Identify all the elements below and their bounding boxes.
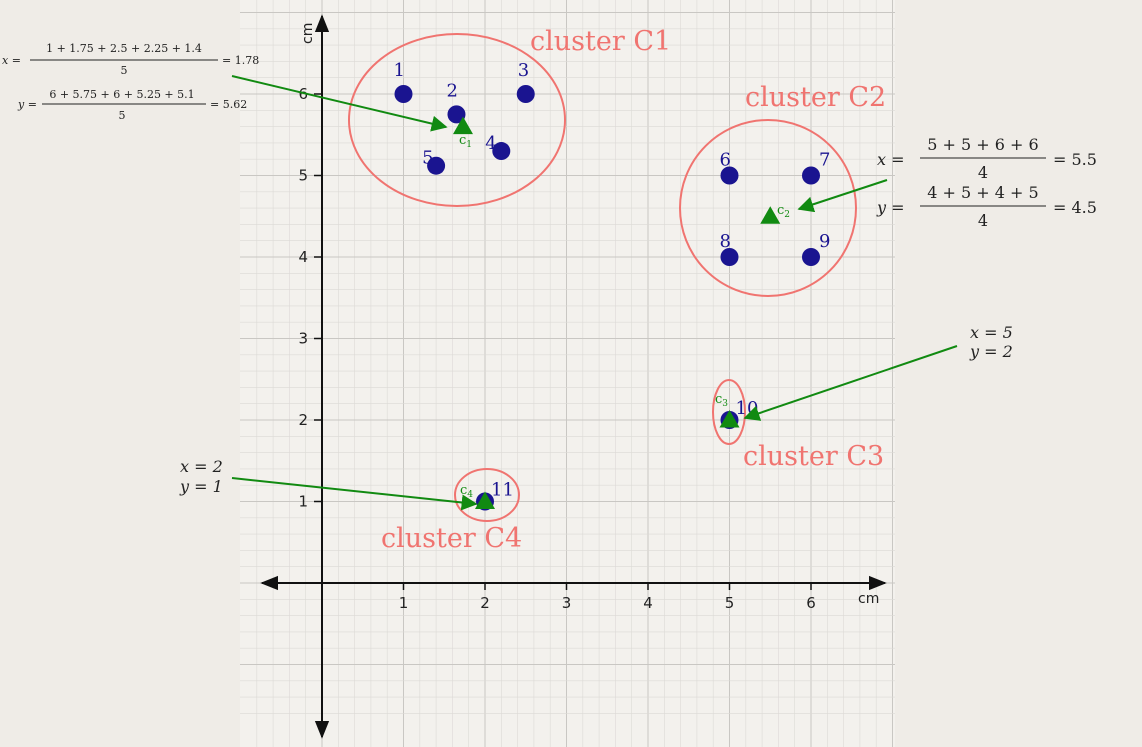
centroid-marker — [719, 410, 740, 428]
c1-y-result: = 5.62 — [210, 98, 247, 111]
c1-x-lhs: x = — [2, 54, 21, 67]
annotation-c2: x = 5 + 5 + 6 + 6 4 = 5.5 y = 4 + 5 + 4 … — [876, 135, 1097, 230]
arrow-c2 — [797, 179, 888, 213]
y-tick-label: 1 — [298, 493, 308, 511]
x-tick-label: 2 — [480, 594, 490, 612]
annotation-c1: x = 1 + 1.75 + 2.5 + 2.25 + 1.4 5 = 1.78… — [2, 42, 259, 122]
centroid-marker — [475, 491, 495, 509]
c1-x-result: = 1.78 — [222, 54, 259, 67]
c2-x-denominator: 4 — [978, 163, 988, 182]
arrow-c4 — [231, 477, 478, 511]
c1-x-denominator: 5 — [121, 64, 128, 77]
point-label: 2 — [446, 80, 457, 101]
point-label: 9 — [819, 231, 830, 252]
centroid-marker — [760, 206, 781, 224]
y-unit-label: cm — [300, 23, 316, 44]
y-tick-label: 5 — [298, 167, 308, 185]
c2-x-numerator: 5 + 5 + 6 + 6 — [927, 135, 1038, 154]
cluster-c1-outline — [348, 33, 566, 207]
point-label: 7 — [819, 150, 830, 171]
point-label: 6 — [720, 150, 731, 171]
cluster-c3-label: cluster C3 — [743, 441, 884, 472]
x-tick-label: 3 — [562, 594, 572, 612]
point-label: 4 — [485, 133, 496, 154]
x-unit-label: cm — [858, 591, 879, 607]
data-point — [394, 85, 413, 103]
grid — [240, 0, 895, 747]
c1-y-numerator: 6 + 5.75 + 6 + 5.25 + 5.1 — [49, 88, 194, 101]
x-tick-label: 5 — [725, 594, 735, 612]
point-label: 8 — [720, 231, 731, 252]
data-point — [720, 248, 739, 266]
c2-y-result: = 4.5 — [1053, 198, 1097, 217]
cluster-c4-label: cluster C4 — [381, 523, 522, 554]
annotation-arrows — [231, 75, 958, 511]
data-point — [802, 166, 820, 185]
arrow-c1 — [231, 75, 448, 132]
data-point — [516, 85, 535, 103]
annotation-c3: x = 5 y = 2 — [969, 323, 1013, 361]
c2-y-numerator: 4 + 5 + 4 + 5 — [927, 183, 1038, 202]
c2-y-lhs: y = — [876, 198, 905, 217]
c3-y-eq: y = 2 — [969, 342, 1013, 361]
x-tick-label: 6 — [806, 594, 816, 612]
c4-x-eq: x = 2 — [180, 457, 223, 476]
c1-y-lhs: y = — [17, 98, 37, 111]
y-tick-label: 2 — [298, 411, 308, 429]
c4-y-eq: y = 1 — [179, 477, 223, 496]
cluster-labels: cluster C1 cluster C2 cluster C3 cluster… — [381, 26, 886, 554]
x-tick-label: 4 — [643, 594, 653, 612]
y-tick-label: 4 — [298, 248, 308, 266]
centroid-marker — [452, 116, 473, 135]
point-label: 11 — [491, 480, 514, 501]
data-point — [720, 166, 739, 185]
cluster-c2-label: cluster C2 — [745, 82, 886, 113]
c1-y-denominator: 5 — [119, 109, 126, 122]
data-point — [802, 248, 820, 266]
c2-x-result: = 5.5 — [1053, 150, 1097, 169]
data-point — [427, 156, 446, 175]
data-point — [492, 142, 511, 161]
c2-x-lhs: x = — [877, 150, 905, 169]
point-label: 5 — [422, 148, 433, 169]
cluster-c4-outline — [454, 468, 520, 522]
cluster-c2-outline — [679, 119, 857, 297]
c1-x-numerator: 1 + 1.75 + 2.5 + 2.25 + 1.4 — [46, 42, 202, 55]
x-tick-label: 1 — [399, 594, 409, 612]
cluster-outlines — [348, 33, 857, 522]
arrow-c3 — [743, 345, 958, 421]
cluster-c1-label: cluster C1 — [530, 26, 671, 57]
centroids — [452, 116, 781, 509]
point-label: 3 — [518, 60, 529, 81]
point-label: 10 — [736, 398, 759, 419]
y-tick-label: 3 — [298, 330, 308, 348]
point-label: 1 — [394, 60, 405, 81]
c2-y-denominator: 4 — [978, 211, 988, 230]
annotation-c4: x = 2 y = 1 — [179, 457, 223, 496]
c3-x-eq: x = 5 — [970, 323, 1013, 342]
data-point — [447, 105, 466, 124]
